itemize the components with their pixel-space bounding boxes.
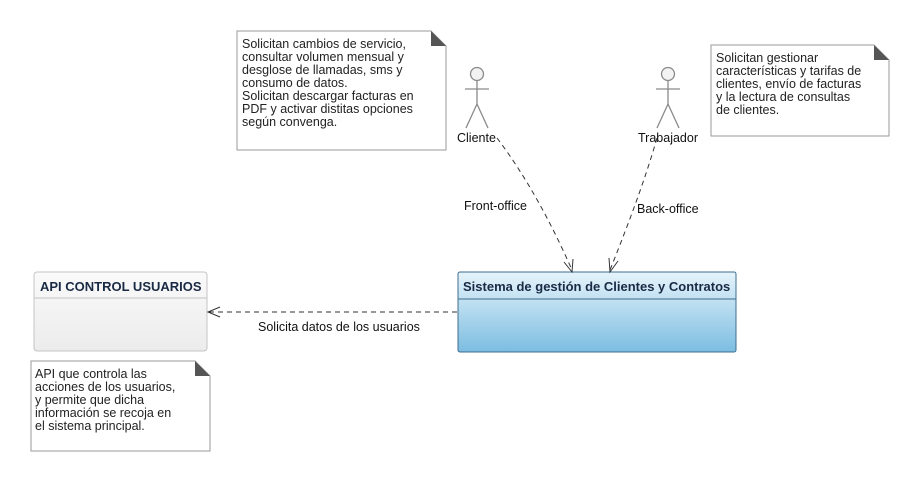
- actor-trabajador-label: Trabajador: [638, 131, 698, 145]
- note-trabajador: [710, 44, 890, 137]
- note-fold-icon: [431, 31, 446, 46]
- edge-solicita-label: Solicita datos de los usuarios: [258, 320, 420, 334]
- note-cliente: [236, 30, 447, 151]
- actor-cliente-icon: [465, 66, 489, 129]
- note-api-text: API que controla las acciones de los usu…: [35, 367, 176, 433]
- api-box-title: API CONTROL USUARIOS: [40, 279, 202, 294]
- system-box: [457, 271, 737, 353]
- system-box-title: Sistema de gestión de Clientes y Contrat…: [463, 279, 731, 294]
- api-box: [33, 271, 208, 352]
- edge-front-office-label: Front-office: [464, 199, 527, 213]
- note-trabajador-text: Solicitan gestionar características y ta…: [716, 51, 862, 117]
- actor-cliente-label: Cliente: [457, 131, 496, 145]
- edge-back-office-label: Back-office: [637, 202, 699, 216]
- note-fold-icon: [195, 361, 210, 376]
- edge-back-office: [608, 137, 658, 274]
- note-api: [30, 360, 211, 452]
- actor-trabajador-icon: [656, 66, 680, 129]
- note-fold-icon: [874, 45, 889, 60]
- edge-solicita-datos: [206, 306, 457, 318]
- note-cliente-text: Solicitan cambios de servicio, consultar…: [242, 37, 414, 129]
- edge-front-office: [496, 137, 574, 274]
